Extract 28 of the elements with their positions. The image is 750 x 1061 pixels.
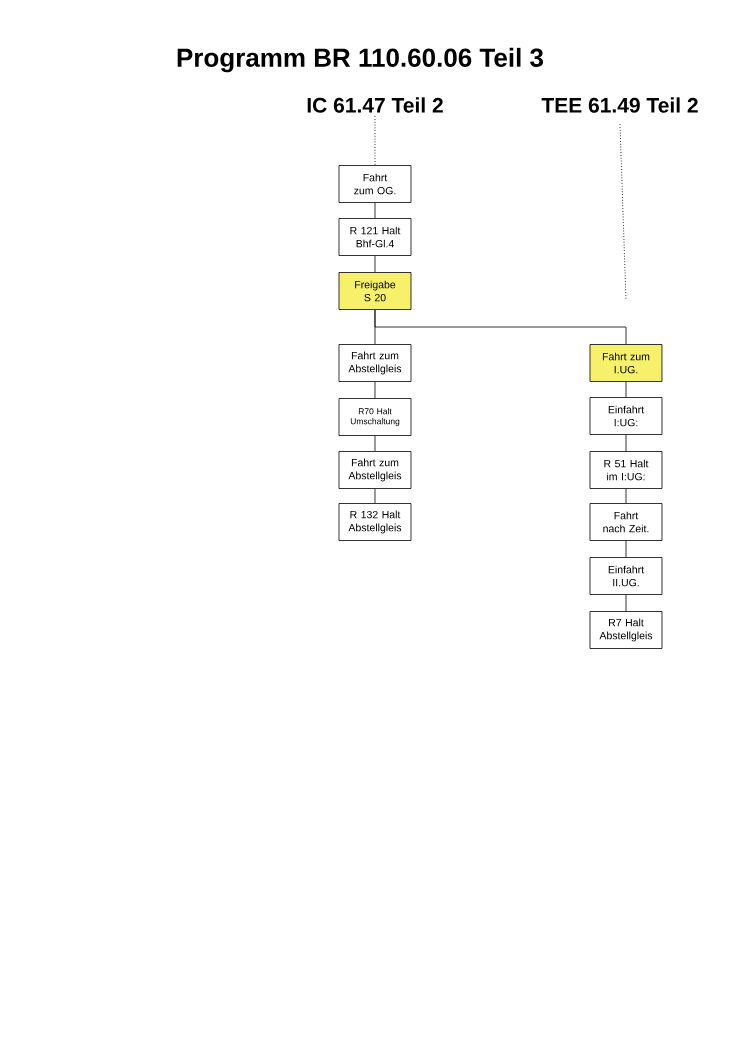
title: Programm BR 110.60.06 Teil 3 <box>177 47 543 73</box>
connector-line <box>625 434 627 452</box>
process-box: Einfahrt II.UG. <box>589 557 663 595</box>
process-box: R 132 Halt Abstellgleis <box>338 503 412 541</box>
process-box: R 121 Halt Bhf-Gl.4 <box>338 218 412 256</box>
process-box: Fahrt nach Zeit. <box>589 503 663 541</box>
column-heading: TEE 61.49 Teil 2 <box>541 97 698 113</box>
process-box: Fahrt zum Abstellgleis <box>338 451 412 489</box>
connector-line <box>625 594 627 612</box>
connector-line <box>374 381 376 399</box>
column-heading: IC 61.47 Teil 2 <box>307 97 443 113</box>
process-box: R7 Halt Abstellgleis <box>589 611 663 649</box>
connector-line <box>374 435 376 452</box>
connector-line <box>374 488 376 504</box>
connector-line <box>374 202 376 219</box>
process-box: Fahrt zum Abstellgleis <box>338 344 412 382</box>
connector-line <box>374 255 376 273</box>
connector-line <box>625 488 627 504</box>
process-box: R 51 Halt im I:UG: <box>589 451 663 489</box>
process-box: Freigabe S 20 <box>338 272 412 310</box>
connector-line <box>625 381 627 398</box>
process-box: Einfahrt I:UG: <box>589 397 663 435</box>
process-box: Fahrt zum OG. <box>338 165 412 203</box>
dotted-line <box>619 123 627 301</box>
connector-line <box>625 540 627 558</box>
connector-line <box>374 309 627 345</box>
process-box: R70 Halt Umschaltung <box>338 398 412 436</box>
process-box: Fahrt zum I.UG. <box>589 344 663 382</box>
